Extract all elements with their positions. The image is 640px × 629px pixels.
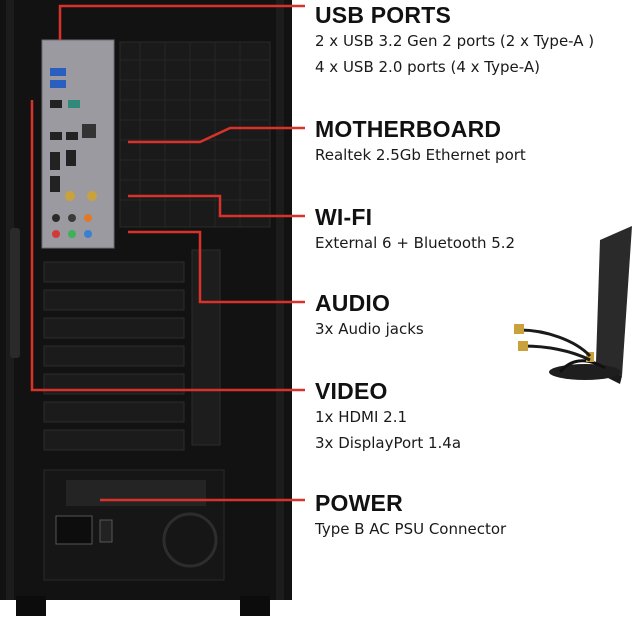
spec-line: 3x DisplayPort 1.4a	[315, 434, 462, 452]
spec-wifi: WI-FI External 6 + Bluetooth 5.2	[315, 204, 515, 256]
spec-line: 1x HDMI 2.1	[315, 408, 408, 426]
spec-heading: USB PORTS	[315, 2, 451, 28]
spec-line: External 6 + Bluetooth 5.2	[315, 234, 516, 252]
spec-heading: VIDEO	[315, 378, 388, 404]
spec-line: 4 x USB 2.0 ports (4 x Type-A)	[315, 58, 540, 76]
spec-line: 2 x USB 3.2 Gen 2 ports (2 x Type-A )	[315, 32, 595, 50]
spec-line: Type B AC PSU Connector	[315, 520, 507, 538]
spec-line: 3x Audio jacks	[315, 320, 424, 338]
spec-video: VIDEO 1x HDMI 2.1 3x DisplayPort 1.4a	[315, 378, 461, 456]
spec-heading: AUDIO	[315, 290, 391, 316]
spec-heading: WI-FI	[315, 204, 373, 230]
wifi-antenna-icon	[514, 226, 632, 384]
spec-audio: AUDIO 3x Audio jacks	[315, 290, 424, 342]
spec-power: POWER Type B AC PSU Connector	[315, 490, 506, 542]
spec-line: Realtek 2.5Gb Ethernet port	[315, 146, 526, 164]
spec-heading: POWER	[315, 490, 403, 516]
spec-heading: MOTHERBOARD	[315, 116, 502, 142]
spec-usb-ports: USB PORTS 2 x USB 3.2 Gen 2 ports (2 x T…	[315, 2, 594, 80]
spec-motherboard: MOTHERBOARD Realtek 2.5Gb Ethernet port	[315, 116, 526, 168]
